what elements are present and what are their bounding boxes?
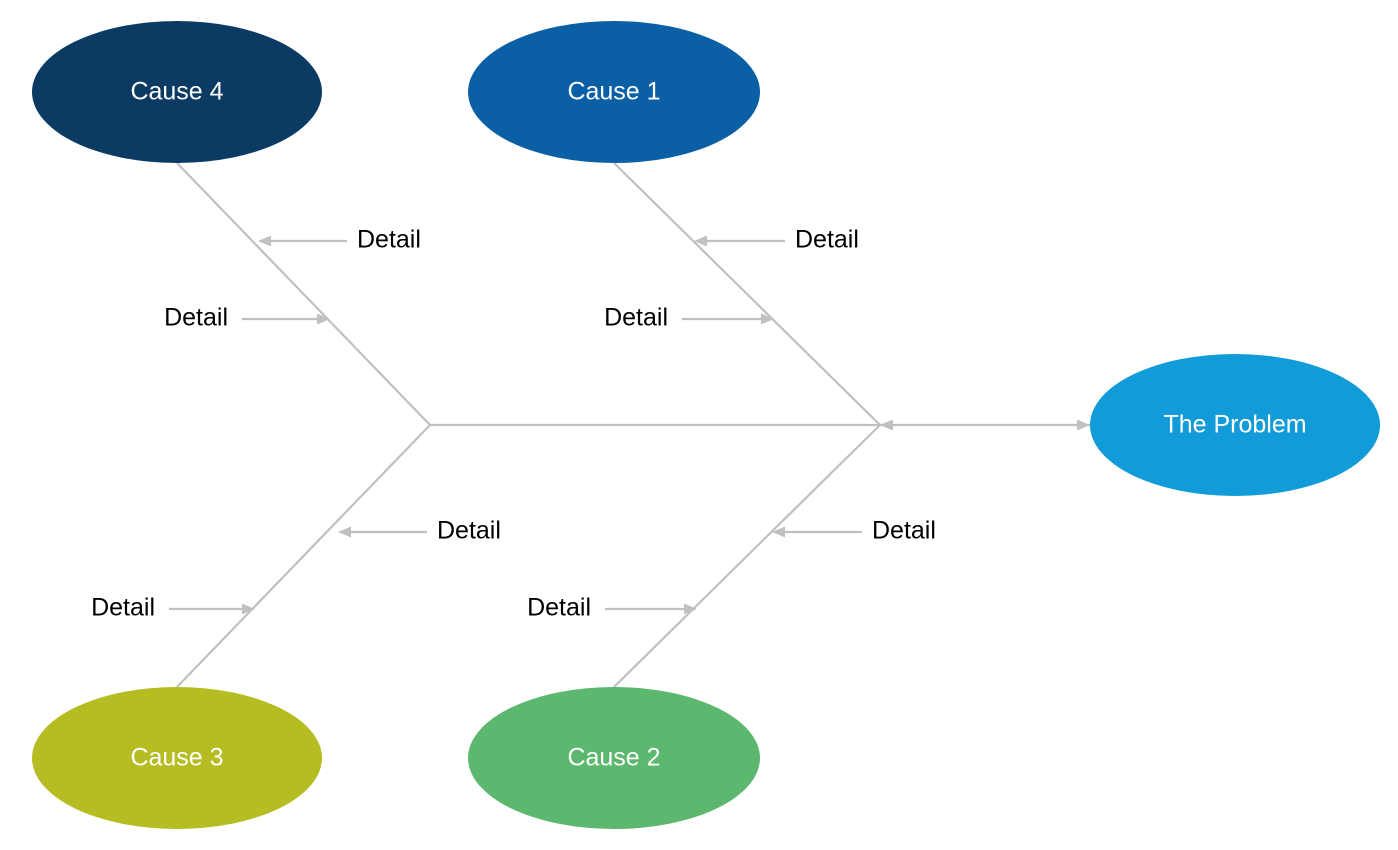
cause-node-cause-4[interactable] (32, 21, 322, 163)
cause-label-cause-2: Cause 2 (567, 744, 660, 772)
detail-label: Detail (437, 517, 501, 545)
cause-node-cause-1[interactable] (468, 21, 760, 163)
detail-label: Detail (872, 517, 936, 545)
connector-lines-layer (176, 162, 1090, 688)
detail-cause-3-1: Detail (338, 517, 501, 545)
rib-line-cause-1 (613, 162, 881, 426)
detail-arrowhead-icon (761, 313, 774, 325)
detail-arrowhead-icon (242, 603, 255, 615)
rib-line-cause-2 (613, 424, 881, 688)
spine-junction-arrowhead-icon (880, 419, 893, 431)
detail-label: Detail (164, 304, 228, 332)
rib-line-cause-3 (176, 424, 431, 688)
cause-node-cause-2[interactable] (468, 687, 760, 829)
cause-label-cause-1: Cause 1 (567, 78, 660, 106)
detail-cause-4-1: Detail (258, 226, 421, 254)
detail-cause-2-2: Detail (527, 594, 697, 622)
rib-line-cause-4 (176, 162, 431, 426)
detail-arrowhead-icon (772, 526, 785, 538)
nodes-layer: Cause 1 Cause 2 Cause 3 Cause 4 The Problem (32, 21, 1380, 829)
detail-label: Detail (795, 226, 859, 254)
detail-label: Detail (357, 226, 421, 254)
detail-label: Detail (91, 594, 155, 622)
detail-arrowhead-icon (684, 603, 697, 615)
spine-to-problem-arrowhead-icon (1077, 419, 1090, 431)
detail-labels-layer: DetailDetailDetailDetailDetailDetailDeta… (91, 226, 936, 622)
detail-arrowhead-icon (258, 235, 271, 247)
cause-label-cause-4: Cause 4 (130, 78, 223, 106)
detail-label: Detail (527, 594, 591, 622)
detail-cause-2-1: Detail (772, 517, 936, 545)
detail-arrowhead-icon (338, 526, 351, 538)
detail-arrowhead-icon (694, 235, 707, 247)
cause-node-cause-3[interactable] (32, 687, 322, 829)
problem-label: The Problem (1163, 411, 1306, 439)
detail-cause-4-2: Detail (164, 304, 330, 332)
detail-arrowhead-icon (317, 313, 330, 325)
cause-label-cause-3: Cause 3 (130, 744, 223, 772)
detail-cause-3-2: Detail (91, 594, 255, 622)
detail-cause-1-1: Detail (694, 226, 859, 254)
detail-label: Detail (604, 304, 668, 332)
detail-cause-1-2: Detail (604, 304, 774, 332)
problem-node[interactable] (1090, 354, 1380, 496)
